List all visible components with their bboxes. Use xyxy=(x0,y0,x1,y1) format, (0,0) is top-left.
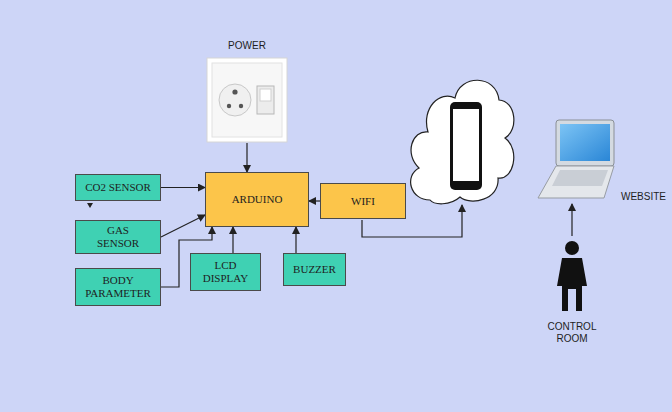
box-label: ARDUINO xyxy=(232,193,283,206)
laptop-base xyxy=(538,166,614,198)
phone-screen xyxy=(453,109,479,181)
box-label: BODY PARAMETER xyxy=(83,274,153,299)
laptop-keyboard xyxy=(552,170,608,186)
box-label: CO2 SENSOR xyxy=(85,181,151,194)
socket-pin xyxy=(232,89,237,94)
node-label: POWER xyxy=(205,40,289,52)
socket-outlet xyxy=(219,84,251,116)
cloud-shape xyxy=(411,80,514,204)
box-label: LCD DISPLAY xyxy=(200,259,252,284)
box-label: GAS SENSOR xyxy=(90,224,146,249)
sensor-box: GAS SENSOR xyxy=(75,220,161,254)
box-label: BUZZER xyxy=(293,263,336,276)
switch-rocker xyxy=(260,89,271,101)
box-label: WIFI xyxy=(351,195,375,208)
socket-pin xyxy=(227,104,231,108)
wifi-box: WIFI xyxy=(320,183,406,219)
node-label: WEBSITE xyxy=(621,191,666,203)
connector-arrow xyxy=(571,204,572,236)
controller-box: ARDUINO xyxy=(205,172,309,227)
connector-arrow xyxy=(161,215,205,237)
socket-switch xyxy=(257,86,274,114)
connector-arrow xyxy=(309,200,320,201)
person-head xyxy=(565,241,579,255)
sensor-box: BODY PARAMETER xyxy=(75,268,161,306)
socket-plate xyxy=(207,58,287,142)
person-body xyxy=(557,258,587,311)
sensor-box: CO2 SENSOR xyxy=(75,174,161,201)
node-label: CONTROL ROOM xyxy=(543,321,601,344)
person-figure xyxy=(557,241,587,311)
control-room-node: CONTROL ROOM xyxy=(540,236,604,346)
website-node: WEBSITE xyxy=(532,116,668,204)
connector-arrow xyxy=(246,143,247,172)
laptop-lid xyxy=(556,120,614,166)
power-socket xyxy=(207,58,287,142)
laptop-icon xyxy=(538,120,614,198)
socket-pin xyxy=(239,104,243,108)
connector-arrow xyxy=(295,227,296,253)
connector-arrow xyxy=(161,187,205,188)
power-node: POWER xyxy=(205,38,289,143)
laptop-screen xyxy=(560,124,610,161)
display-box: LCD DISPLAY xyxy=(190,253,261,291)
buzzer-box: BUZZER xyxy=(283,253,346,286)
connector-arrow xyxy=(232,227,233,253)
socket-inner xyxy=(212,63,282,137)
small-arrowhead xyxy=(87,203,93,208)
phone-body xyxy=(450,102,482,190)
